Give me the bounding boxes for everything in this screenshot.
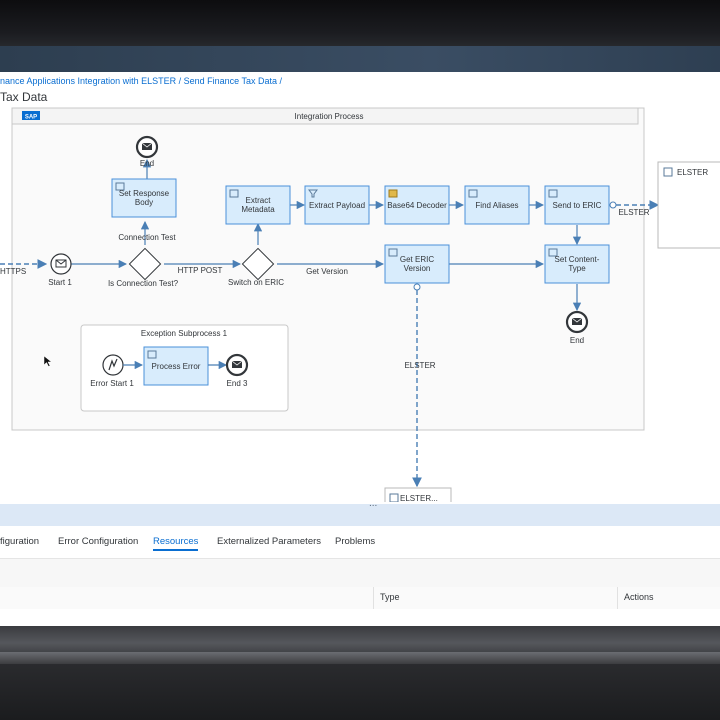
message-flow-origin-down: [413, 283, 421, 291]
task-find-aliases[interactable]: Find Aliases: [464, 185, 530, 225]
sap-logo-icon: [22, 111, 40, 120]
envelope-flap-icon: [141, 142, 153, 148]
flow-label-get-version: Get Version: [306, 267, 348, 276]
task-get-eric-version-label: Get ERIC Version: [399, 255, 435, 273]
error-start-event-label: Error Start 1: [90, 379, 134, 388]
participant-elster-right-label: ELSTER: [677, 168, 708, 177]
laptop-hinge: [0, 652, 720, 664]
participant-elster-bottom[interactable]: [384, 487, 452, 502]
envelope-flap-icon: [55, 259, 67, 265]
tab-configuration[interactable]: figuration: [0, 536, 40, 547]
task-extract-metadata[interactable]: Extract Metadata: [225, 185, 291, 225]
task-send-to-eric[interactable]: Send to ERIC: [544, 185, 610, 225]
tab-externalized-parameters[interactable]: Externalized Parameters: [217, 536, 322, 547]
task-base64-decoder[interactable]: Base64 Decoder: [384, 185, 450, 225]
error-lightning-icon: [108, 358, 118, 371]
task-box[interactable]: [544, 185, 610, 225]
resources-table-header: Type Actions: [0, 587, 720, 626]
task-find-aliases-label: Find Aliases: [475, 201, 518, 210]
task-box[interactable]: [111, 178, 177, 218]
shell-bar: [0, 46, 720, 72]
content-modifier-icon: [229, 189, 239, 198]
end-event-right-label: End: [570, 336, 584, 345]
task-process-error-label: Process Error: [152, 362, 201, 371]
task-extract-metadata-label: Extract Metadata: [241, 196, 275, 214]
gateway-switch-on-eric-label: Switch on ERIC: [228, 278, 284, 287]
participant-icon: [663, 167, 673, 177]
task-box[interactable]: [225, 185, 291, 225]
task-extract-payload-label: Extract Payload: [309, 201, 365, 210]
flow-label-elster-down: ELSTER: [404, 361, 435, 370]
start-event-1-label: Start 1: [48, 278, 72, 287]
gateway-is-connection-test-label: Is Connection Test?: [108, 279, 179, 288]
flow-label-connection-test: Connection Test: [118, 233, 176, 242]
column-header-type[interactable]: Type: [380, 592, 400, 602]
resources-toolbar: [0, 559, 720, 588]
envelope-flap-icon: [231, 360, 243, 366]
process-canvas[interactable]: SAP Integration Process HTTPS Co: [0, 106, 720, 502]
task-box[interactable]: [384, 244, 450, 284]
tab-problems[interactable]: Problems: [335, 536, 376, 547]
screen: nance Applications Integration with ELST…: [0, 46, 720, 626]
task-box[interactable]: [544, 244, 610, 284]
participant-elster-bottom-label: ELSTER...: [400, 494, 438, 502]
script-icon: [147, 350, 157, 359]
task-set-response-body-label: Set Response Body: [118, 189, 170, 207]
content-modifier-icon: [548, 248, 558, 257]
panel-splitter[interactable]: ...: [0, 498, 720, 526]
gateway-switch-on-eric[interactable]: [241, 247, 275, 281]
gateway-is-connection-test[interactable]: [128, 247, 162, 281]
decoder-icon: [388, 189, 398, 198]
page-title: Tax Data: [0, 90, 48, 104]
participant-icon: [389, 493, 399, 502]
task-get-eric-version[interactable]: Get ERIC Version: [384, 244, 450, 284]
request-reply-icon: [388, 248, 398, 257]
property-tabs: figuration Error Configuration Resources…: [0, 528, 720, 559]
script-icon: [468, 189, 478, 198]
exception-subprocess-title: Exception Subprocess 1: [141, 329, 228, 338]
column-separator: [617, 587, 618, 626]
flow-label-elster-right: ELSTER: [618, 208, 649, 217]
task-set-content-type-label: Set Content-Type: [554, 255, 600, 273]
task-box[interactable]: [143, 346, 209, 386]
column-separator: [373, 587, 374, 626]
process-diagram[interactable]: SAP Integration Process HTTPS Co: [0, 106, 720, 502]
envelope-flap-icon: [571, 317, 583, 323]
content-modifier-icon: [115, 182, 125, 191]
splitter-handle[interactable]: ...: [369, 498, 378, 509]
flow-label-http-post: HTTP POST: [178, 266, 223, 275]
sap-logo-text: SAP: [25, 115, 37, 121]
pool-header: [11, 107, 639, 125]
laptop-bezel-bottom: [0, 626, 720, 720]
table-row[interactable]: [0, 609, 720, 626]
request-reply-icon: [548, 189, 558, 198]
envelope-icon: [55, 259, 67, 268]
task-box[interactable]: [464, 185, 530, 225]
laptop-bezel-top: [0, 0, 720, 46]
task-process-error[interactable]: Process Error: [143, 346, 209, 386]
mouse-cursor-icon: [43, 355, 53, 367]
breadcrumb[interactable]: nance Applications Integration with ELST…: [0, 76, 282, 86]
task-base64-decoder-label: Base64 Decoder: [387, 201, 447, 210]
end-event-3-label: End 3: [227, 379, 248, 388]
flow-label-https: HTTPS: [0, 267, 26, 276]
tab-error-configuration[interactable]: Error Configuration: [58, 536, 139, 547]
tab-resources[interactable]: Resources: [153, 536, 199, 551]
task-extract-payload[interactable]: Extract Payload: [304, 185, 370, 225]
task-set-response-body[interactable]: Set Response Body: [111, 178, 177, 218]
column-header-actions[interactable]: Actions: [624, 592, 654, 602]
task-send-to-eric-label: Send to ERIC: [553, 201, 602, 210]
filter-icon: [308, 189, 318, 198]
pool-title: Integration Process: [295, 112, 364, 121]
task-set-content-type[interactable]: Set Content-Type: [544, 244, 610, 284]
end-event-top-label: End: [140, 159, 154, 168]
message-flow-origin: [609, 201, 617, 209]
